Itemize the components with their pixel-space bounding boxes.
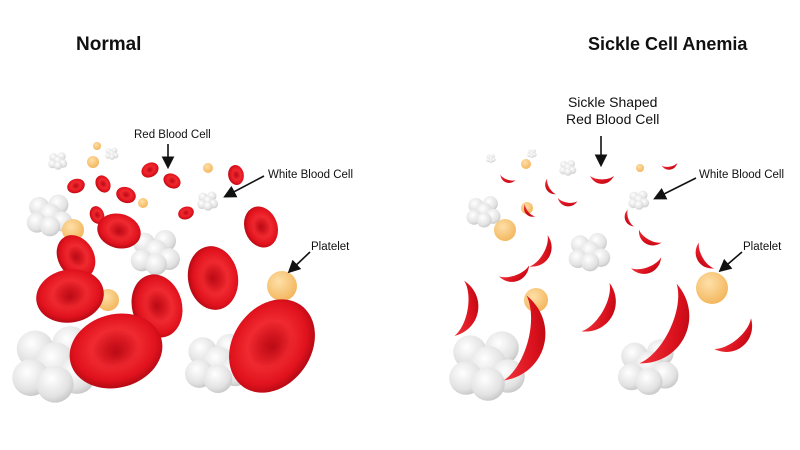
sickle-rbc-large xyxy=(714,318,762,362)
sickle-rbc xyxy=(454,280,483,340)
sickle-cell-anemia-title: Sickle Cell Anemia xyxy=(588,34,748,54)
sickle-shaped-rbc-label: Sickle Shaped Red Blood Cell xyxy=(566,94,659,128)
platelet xyxy=(138,198,148,208)
platelet xyxy=(203,163,213,173)
wbc-small-cluster xyxy=(105,147,119,160)
sickle-label-line1: Sickle Shaped xyxy=(567,94,658,110)
wbc-cluster-large xyxy=(449,331,525,401)
platelet xyxy=(494,219,516,241)
red-blood-cell-label: Red Blood Cell xyxy=(134,129,211,141)
sickle-rbc xyxy=(590,175,614,184)
wbc-cluster xyxy=(466,196,501,228)
platelet xyxy=(521,159,531,169)
platelet-label-normal: Platelet xyxy=(311,241,350,253)
platelet xyxy=(636,164,644,172)
rbc-small xyxy=(138,159,162,181)
wbc-small-cluster xyxy=(628,190,650,210)
wbc-cluster xyxy=(568,233,611,272)
sickle-rbc xyxy=(498,174,516,186)
sickle-rbc xyxy=(541,178,557,198)
platelet xyxy=(93,142,101,150)
platelet xyxy=(87,156,99,168)
wbc-small-cluster xyxy=(197,191,219,211)
white-blood-cell-label-sickle: White Blood Cell xyxy=(699,169,785,181)
platelet xyxy=(696,272,728,304)
platelet xyxy=(521,202,533,214)
rbc-small xyxy=(65,176,87,196)
sickle-rbc xyxy=(634,229,662,251)
sickle-rbc xyxy=(529,235,559,273)
normal-panel xyxy=(12,142,333,410)
wbc-small-cluster xyxy=(527,149,537,158)
white-blood-cell-label-normal: White Blood Cell xyxy=(268,169,354,181)
sickle-rbc xyxy=(661,162,679,171)
sickle-rbc xyxy=(690,242,715,274)
sickle-panel xyxy=(449,136,762,401)
arrow-white-blood-cell xyxy=(653,177,697,200)
wbc-small-cluster xyxy=(559,160,577,176)
sickle-rbc-large xyxy=(639,283,704,376)
rbc-medium xyxy=(182,242,244,314)
rbc-medium xyxy=(238,201,284,253)
platelet xyxy=(62,219,84,241)
arrow-platelet xyxy=(718,251,743,273)
platelet-label-sickle: Platelet xyxy=(743,241,782,253)
rbc-large xyxy=(31,263,109,329)
normal-title: Normal xyxy=(76,34,142,55)
sickle-rbc xyxy=(499,265,533,287)
rbc-small xyxy=(176,204,196,222)
sickle-rbc xyxy=(581,282,626,341)
arrow-platelet xyxy=(287,251,311,274)
rbc-small xyxy=(113,184,139,206)
wbc-small-cluster xyxy=(486,154,496,163)
rbc-small xyxy=(92,172,114,196)
platelet xyxy=(267,271,297,301)
arrow-white-blood-cell xyxy=(223,175,265,198)
wbc-small-cluster xyxy=(48,152,68,170)
sickle-rbc xyxy=(556,197,578,208)
sickle-rbc xyxy=(631,257,665,279)
rbc-small xyxy=(160,170,184,192)
sickle-rbc xyxy=(622,209,635,229)
sickle-label-line2: Red Blood Cell xyxy=(566,111,660,127)
rbc-small xyxy=(226,163,246,187)
